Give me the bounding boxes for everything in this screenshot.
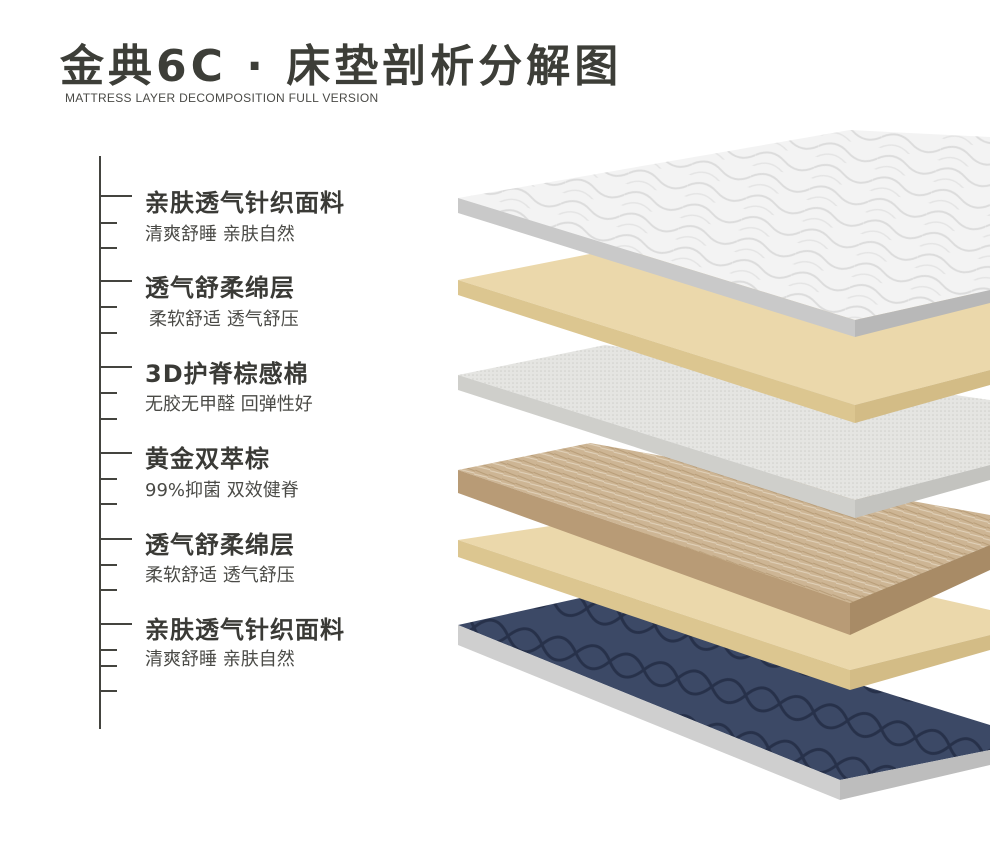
ruler-tick [100, 195, 132, 197]
ruler-tick [100, 478, 117, 480]
layer-name-2: 透气舒柔绵层 [145, 274, 295, 302]
layer-desc-6: 清爽舒睡 亲肤自然 [145, 649, 295, 670]
ruler-tick [100, 280, 132, 282]
ruler-tick [100, 418, 117, 420]
layer-desc-3: 无胶无甲醛 回弹性好 [145, 394, 313, 415]
layer-name-6: 亲肤透气针织面料 [145, 616, 345, 644]
ruler-tick [100, 503, 117, 505]
ruler-tick [100, 564, 117, 566]
ruler-tick [100, 306, 117, 308]
ruler-tick [100, 649, 117, 651]
layer-desc-5: 柔软舒适 透气舒压 [145, 565, 295, 586]
ruler-tick [100, 332, 117, 334]
ruler-tick [100, 690, 117, 692]
ruler-line [99, 156, 101, 729]
page-subtitle: MATTRESS LAYER DECOMPOSITION FULL VERSIO… [65, 91, 379, 105]
layer-name-3: 3D护脊棕感棉 [145, 360, 309, 388]
layer-name-4: 黄金双萃棕 [145, 445, 270, 473]
layer-name-5: 透气舒柔绵层 [145, 531, 295, 559]
ruler-tick [100, 538, 132, 540]
layer-lower-foam [458, 520, 990, 690]
page-title: 金典6C · 床垫剖析分解图 [60, 41, 623, 92]
ruler-tick [100, 589, 117, 591]
layer-desc-1: 清爽舒睡 亲肤自然 [145, 224, 295, 245]
ruler-tick [100, 623, 132, 625]
layer-top-fabric [458, 130, 990, 337]
layer-desc-2: 柔软舒适 透气舒压 [149, 309, 299, 330]
ruler-tick [100, 452, 132, 454]
ruler-tick [100, 665, 117, 667]
ruler-tick [100, 222, 117, 224]
layer-bottom-fabric [458, 598, 990, 800]
ruler-tick [100, 392, 117, 394]
layer-coir [458, 443, 990, 635]
layer-desc-4: 99%抑菌 双效健脊 [145, 480, 299, 501]
mattress-layers-illustration [458, 130, 990, 800]
ruler-tick [100, 366, 132, 368]
ruler-tick [100, 247, 117, 249]
layer-name-1: 亲肤透气针织面料 [145, 189, 345, 217]
